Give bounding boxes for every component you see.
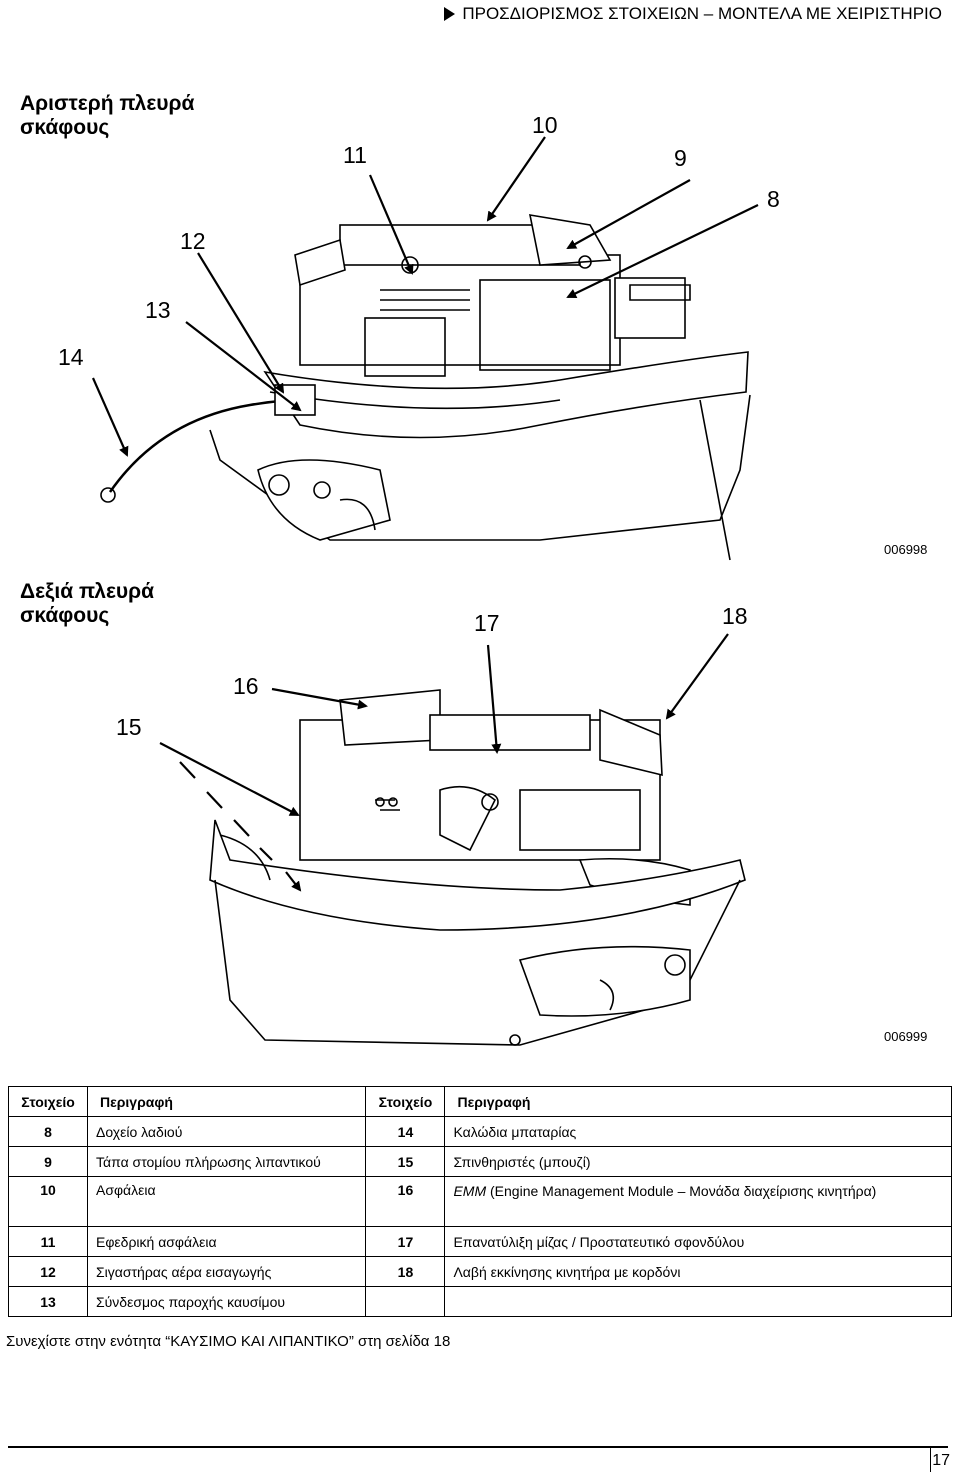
callout-10: 10 [532,112,558,138]
port-title-line1: Αριστερή πλευρά [20,92,195,115]
item-description: Επανατύλιξη μίζας / Προστατευτικό σφονδύ… [444,1226,952,1257]
table-row: 13 Σύνδεσμος παροχής καυσίμου [8,1286,952,1317]
item-description: EMM (Engine Management Module – Μονάδα δ… [444,1176,952,1227]
table-row: 11 Εφεδρική ασφάλεια 17 Επανατύλιξη μίζα… [8,1226,952,1257]
column-header-item: Στοιχείο [365,1086,446,1117]
figure-id-starboard: 006999 [884,1029,928,1044]
starboard-side-title: Δεξιά πλευρά σκάφους [20,580,154,628]
figure-id-port: 006998 [884,542,928,557]
item-description: Ασφάλεια [86,1176,367,1227]
footer-divider-vertical [930,1446,931,1472]
starboard-title-line1: Δεξιά πλευρά [20,580,155,603]
emm-description: (Engine Management Module – Μονάδα διαχε… [486,1183,877,1199]
item-description: Σύνδεσμος παροχής καυσίμου [86,1286,367,1317]
callout-8: 8 [767,186,780,212]
table-header-row: Στοιχείο Περιγραφή Στοιχείο Περιγραφή [8,1086,952,1117]
item-number [365,1286,446,1317]
item-description: Σιγαστήρας αέρα εισαγωγής [86,1256,367,1287]
item-number: 8 [8,1116,88,1147]
port-side-engine-drawing [91,136,759,561]
table-row: 9 Τάπα στομίου πλήρωσης λιπαντικού 15 Σπ… [8,1146,952,1177]
page-header: ΠΡΟΣΔΙΟΡΙΣΜΟΣ ΣΤΟΙΧΕΙΩΝ – ΜΟΝΤΕΛΑ ΜΕ ΧΕΙ… [444,4,942,24]
item-number: 9 [8,1146,88,1177]
item-description: Τάπα στομίου πλήρωσης λιπαντικού [86,1146,367,1177]
item-description: Λαβή εκκίνησης κινητήρα με κορδόνι [444,1256,952,1287]
page-number: 17 [932,1452,950,1469]
item-number: 17 [365,1226,446,1257]
table-row: 10 Ασφάλεια 16 EMM (Engine Management Mo… [8,1176,952,1227]
item-number: 14 [365,1116,446,1147]
column-header-description: Περιγραφή [86,1086,367,1117]
callout-16: 16 [233,673,259,699]
item-number: 13 [8,1286,88,1317]
item-description: Δοχείο λαδιού [86,1116,367,1147]
footer-divider [8,1446,948,1448]
port-title-line2: σκάφους [20,116,110,139]
item-description [444,1286,952,1317]
callout-13: 13 [145,297,171,323]
continue-reference: Συνεχίστε στην ενότητα “ΚΑΥΣΙΜΟ ΚΑΙ ΛΙΠΑ… [6,1333,451,1350]
item-description: Καλώδια μπαταρίας [444,1116,952,1147]
table-row: 8 Δοχείο λαδιού 14 Καλώδια μπαταρίας [8,1116,952,1147]
item-number: 18 [365,1256,446,1287]
item-description: Εφεδρική ασφάλεια [86,1226,367,1257]
callout-18: 18 [722,603,748,629]
section-title: ΠΡΟΣΔΙΟΡΙΣΜΟΣ ΣΤΟΙΧΕΙΩΝ – ΜΟΝΤΕΛΑ ΜΕ ΧΕΙ… [462,4,942,23]
item-description: Σπινθηριστές (μπουζί) [444,1146,952,1177]
item-number: 10 [8,1176,88,1227]
callout-9: 9 [674,145,687,171]
item-description-table: Στοιχείο Περιγραφή Στοιχείο Περιγραφή 8 … [8,1086,952,1317]
item-number: 16 [365,1176,446,1227]
item-number: 11 [8,1226,88,1257]
starboard-side-engine-drawing [159,633,746,1046]
callout-14: 14 [58,344,84,370]
column-header-item: Στοιχείο [8,1086,88,1117]
callout-15: 15 [116,714,142,740]
callout-12: 12 [180,228,206,254]
right-triangle-icon [444,7,456,21]
column-header-description: Περιγραφή [444,1086,952,1117]
item-number: 12 [8,1256,88,1287]
starboard-title-line2: σκάφους [20,604,110,627]
callout-11: 11 [343,142,367,168]
port-side-title: Αριστερή πλευρά σκάφους [20,92,194,140]
callout-17: 17 [474,610,500,636]
table-row: 12 Σιγαστήρας αέρα εισαγωγής 18 Λαβή εκκ… [8,1256,952,1287]
emm-abbreviation: EMM [453,1183,487,1199]
item-number: 15 [365,1146,446,1177]
